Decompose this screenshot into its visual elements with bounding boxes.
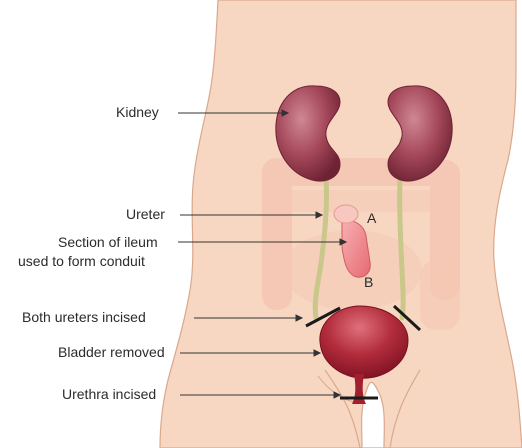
label-ileum-line1: Section of ileum: [58, 234, 158, 251]
label-urethra-incised: Urethra incised: [62, 386, 156, 403]
label-bladder-removed: Bladder removed: [58, 344, 165, 361]
label-ureters-incised: Both ureters incised: [22, 309, 146, 326]
bladder: [320, 306, 408, 378]
torso-outline: [160, 0, 522, 448]
ileum-bowel-end: [334, 205, 358, 223]
marker-b: B: [364, 274, 373, 290]
marker-a: A: [367, 210, 376, 226]
label-ileum-line2: used to form conduit: [18, 253, 145, 270]
label-ureter: Ureter: [126, 206, 165, 223]
label-kidney: Kidney: [116, 104, 159, 121]
